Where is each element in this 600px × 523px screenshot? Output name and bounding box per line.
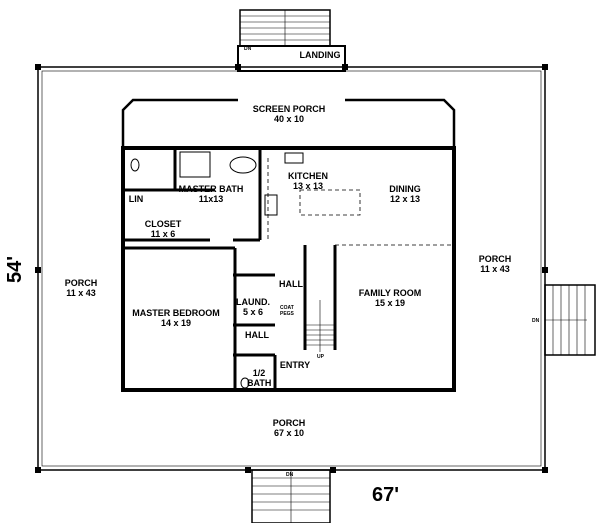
room-landing: LANDING [299,50,341,60]
room-laundry: LAUND.5 x 6 [236,297,270,317]
stairs-dn-bottom: DN [286,472,294,478]
screen-porch-walls [121,98,456,148]
porch-railing [37,66,546,471]
room-hall-upper: HALL [279,279,303,289]
toilet [130,158,140,172]
dimension-width: 67' [372,484,400,506]
room-half-bath: 1/2 BATH [247,368,272,388]
range [264,194,278,216]
stairs-dn-right: DN [532,318,540,324]
stairs-up-label: UP [317,354,324,360]
stairs-dn-top: DN [244,46,252,52]
kitchen-sink [284,152,304,164]
house-walls [121,146,456,392]
shower [179,151,211,178]
coat-pegs-label: COAT PEGS [280,305,294,317]
room-entry: ENTRY [279,360,311,370]
room-linen: LIN [128,194,144,204]
landing [237,45,346,72]
dimension-depth: 54' [4,255,27,284]
bathtub [229,156,257,174]
room-hall-lower: HALL [245,330,269,340]
